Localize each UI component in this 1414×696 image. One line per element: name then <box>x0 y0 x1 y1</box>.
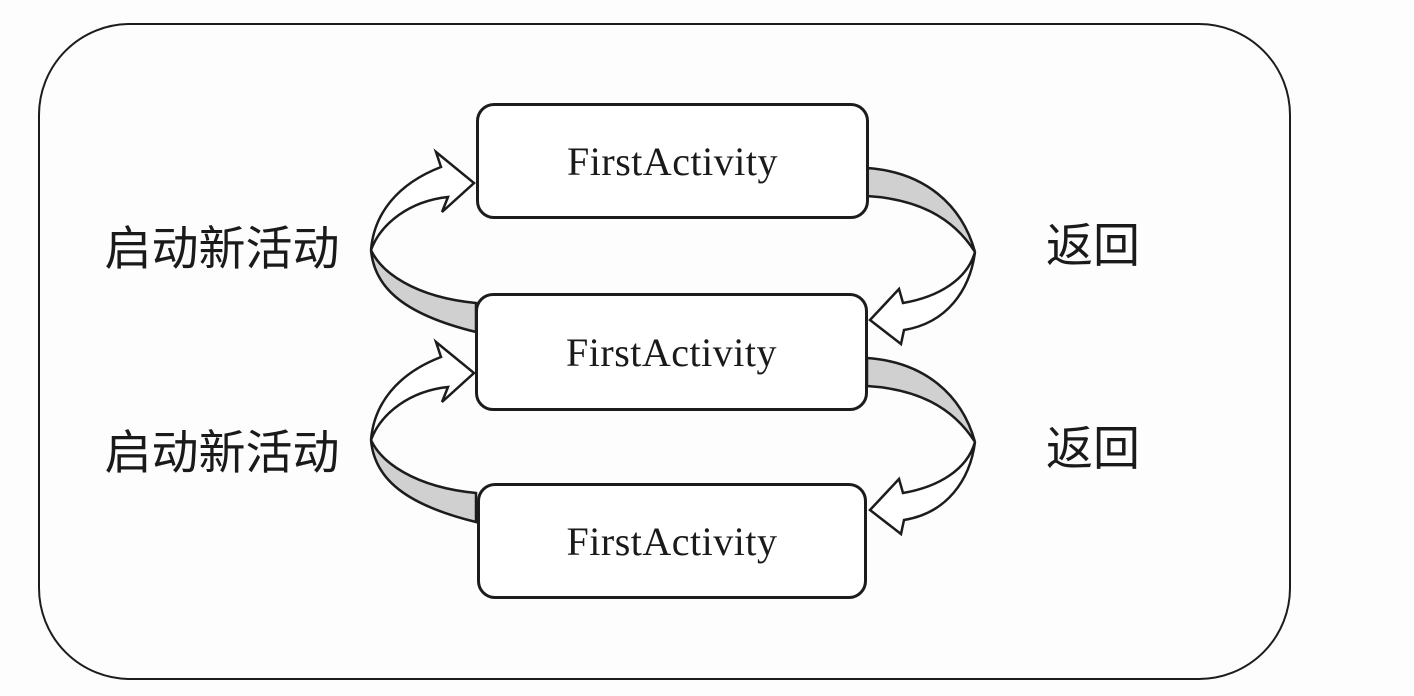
edge-label-back-bottom: 返回 <box>1046 424 1140 476</box>
outer-rounded-frame <box>38 23 1291 680</box>
activity-node-middle-label: FirstActivity <box>566 329 777 375</box>
edge-label-back-top: 返回 <box>1046 221 1140 273</box>
activity-node-bottom-label: FirstActivity <box>566 518 778 564</box>
edge-label-start-new-activity-top: 启动新活动 <box>104 224 340 276</box>
edge-label-start-new-activity-bottom: 启动新活动 <box>104 428 340 480</box>
back-arrow-bottom <box>865 356 977 536</box>
start-new-activity-arrow-bottom <box>369 340 478 524</box>
start-new-activity-arrow-top <box>369 150 478 334</box>
activity-node-top: FirstActivity <box>476 103 869 219</box>
back-arrow-top <box>865 166 977 346</box>
activity-node-bottom: FirstActivity <box>477 483 867 599</box>
activity-node-top-label: FirstActivity <box>567 138 778 184</box>
activity-node-middle: FirstActivity <box>475 293 868 411</box>
